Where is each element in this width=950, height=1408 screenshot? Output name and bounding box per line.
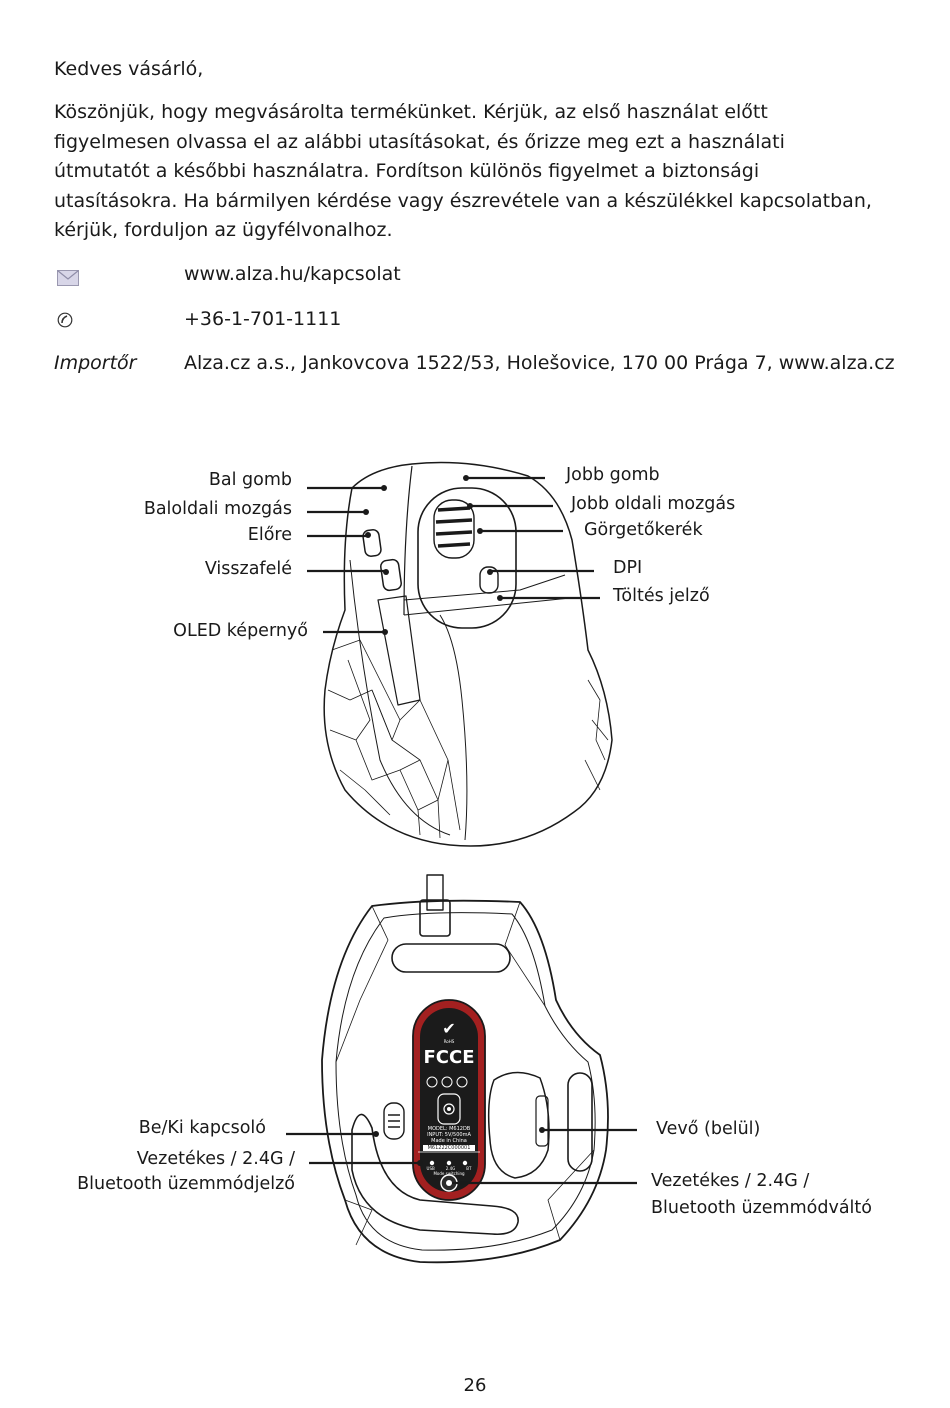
importer-label: Importőr — [54, 352, 137, 374]
label-mode-switch-line2: Bluetooth üzemmódváltó — [651, 1198, 872, 1218]
sticker-model: MODEL: M612DB — [427, 1126, 471, 1132]
mouse-bottom-view — [321, 874, 609, 1264]
mouse-top-view — [307, 461, 613, 847]
label-right-button: Jobb gomb — [566, 465, 660, 485]
contact-phone: +36-1-701-1111 — [184, 308, 342, 330]
label-forward: Előre — [247, 525, 292, 545]
label-mode-indicator-line1: Vezetékes / 2.4G / — [136, 1149, 295, 1169]
sticker-input: INPUT: 5V/500mA — [427, 1132, 471, 1138]
contact-web: www.alza.hu/kapcsolat — [184, 263, 401, 285]
sticker-mode-24g: 2.4G — [445, 1166, 456, 1171]
sticker-mode-usb: USB — [426, 1166, 435, 1171]
label-mode-indicator-line2: Bluetooth üzemmódjelző — [77, 1174, 295, 1194]
svg-text:✔: ✔ — [442, 1019, 455, 1038]
label-mode-switch-line1: Vezetékes / 2.4G / — [651, 1171, 810, 1191]
sticker-mode-bt: BT — [466, 1166, 472, 1171]
phone-icon — [57, 312, 73, 328]
label-right-tilt: Jobb oldali mozgás — [571, 494, 736, 514]
svg-text:RoHS: RoHS — [444, 1039, 455, 1044]
greeting: Kedves vásárló, — [54, 58, 204, 80]
label-back: Visszafelé — [204, 559, 292, 579]
label-oled: OLED képernyő — [173, 621, 308, 641]
sticker-origin: Made in China — [431, 1138, 467, 1144]
sticker-mode-caption: Mode switching — [433, 1171, 465, 1176]
page-number: 26 — [463, 1375, 487, 1396]
intro-paragraph: Köszönjük, hogy megvásárolta termékünket… — [54, 101, 872, 241]
svg-text:FCCE: FCCE — [423, 1047, 474, 1068]
label-power-switch: Be/Ki kapcsoló — [138, 1118, 266, 1138]
importer-address: Alza.cz a.s., Jankovcova 1522/53, Holešo… — [184, 352, 895, 374]
sticker-text: MODEL: M612DB INPUT: 5V/500mA Made in Ch… — [421, 1126, 477, 1152]
label-receiver: Vevő (belül) — [656, 1119, 761, 1139]
envelope-icon — [57, 270, 79, 286]
label-left-tilt: Baloldali mozgás — [143, 499, 292, 519]
label-left-button: Bal gomb — [208, 470, 292, 490]
label-dpi: DPI — [613, 558, 643, 578]
label-scroll-wheel: Görgetőkerék — [584, 520, 703, 540]
sticker-modes: USB 2.4G BT — [421, 1166, 477, 1171]
sticker-serial: M61222C000001 — [423, 1145, 475, 1151]
label-charge-indicator: Töltés jelző — [613, 586, 710, 606]
